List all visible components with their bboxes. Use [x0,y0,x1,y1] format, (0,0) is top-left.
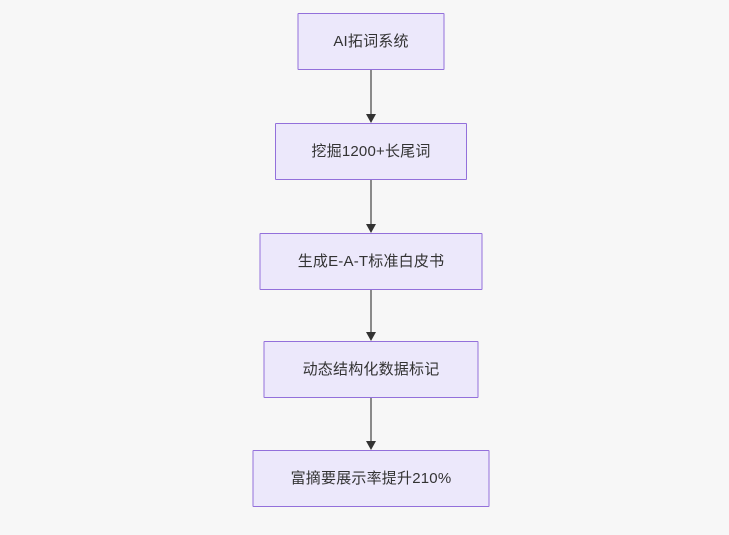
flow-edge [361,180,381,233]
flow-node-label: 富摘要展示率提升210% [290,470,452,487]
edge-line [370,70,372,115]
arrow-down-icon [365,332,376,341]
arrow-down-icon [365,441,376,450]
edge-line [370,180,372,225]
edge-line [370,398,372,442]
flow-edge [361,398,381,450]
flow-edge [361,290,381,341]
edge-line [370,290,372,333]
arrow-down-icon [365,224,376,233]
flow-node-label: 动态结构化数据标记 [302,361,440,378]
flow-node-n1[interactable]: AI拓词系统 [297,13,445,70]
flow-node-n3[interactable]: 生成E-A-T标准白皮书 [259,233,483,290]
flow-node-label: AI拓词系统 [333,33,409,50]
flow-node-n4[interactable]: 动态结构化数据标记 [263,341,479,398]
arrow-down-icon [365,114,376,123]
flow-node-n5[interactable]: 富摘要展示率提升210% [252,450,490,507]
flow-node-label: 挖掘1200+长尾词 [311,143,431,160]
flow-node-label: 生成E-A-T标准白皮书 [297,253,445,270]
flow-node-n2[interactable]: 挖掘1200+长尾词 [275,123,467,180]
flow-edge [361,70,381,123]
